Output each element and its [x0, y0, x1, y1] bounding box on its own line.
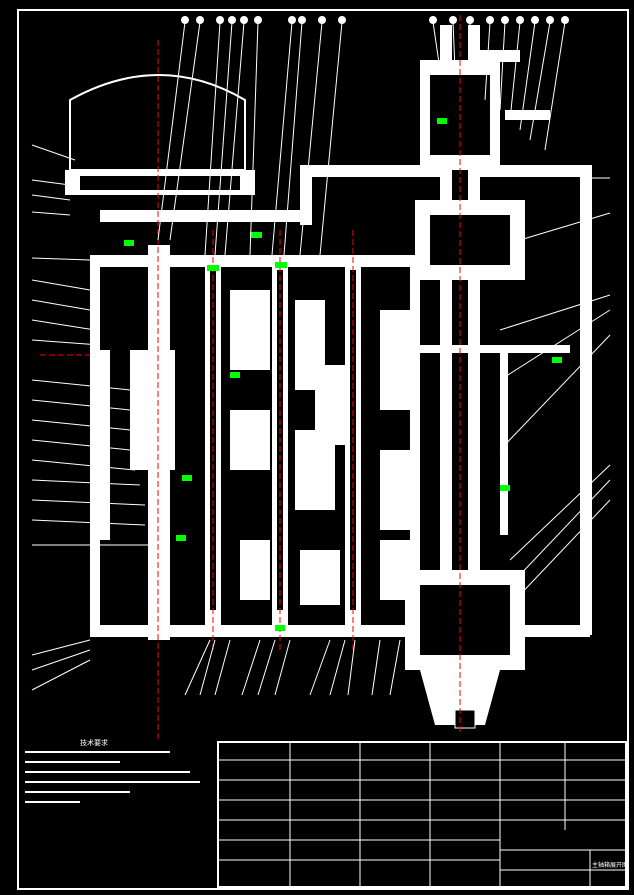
title-block	[217, 741, 627, 888]
drawing-border	[17, 9, 629, 890]
internal-ribs	[100, 345, 570, 540]
highlight-marks	[124, 118, 562, 631]
callouts-right	[499, 177, 611, 601]
callout-markers-top	[181, 16, 569, 24]
motor-cover	[69, 74, 246, 171]
centerlines	[40, 15, 461, 740]
shaft-group	[130, 245, 410, 640]
callouts-top	[157, 21, 566, 256]
title-block-name: 主轴箱展开图	[592, 862, 629, 869]
notes-title: 技术要求	[80, 739, 108, 747]
spindle-assembly	[405, 25, 550, 729]
callouts-bottom	[184, 639, 401, 696]
technical-notes	[25, 751, 200, 803]
callouts-left	[31, 144, 150, 691]
